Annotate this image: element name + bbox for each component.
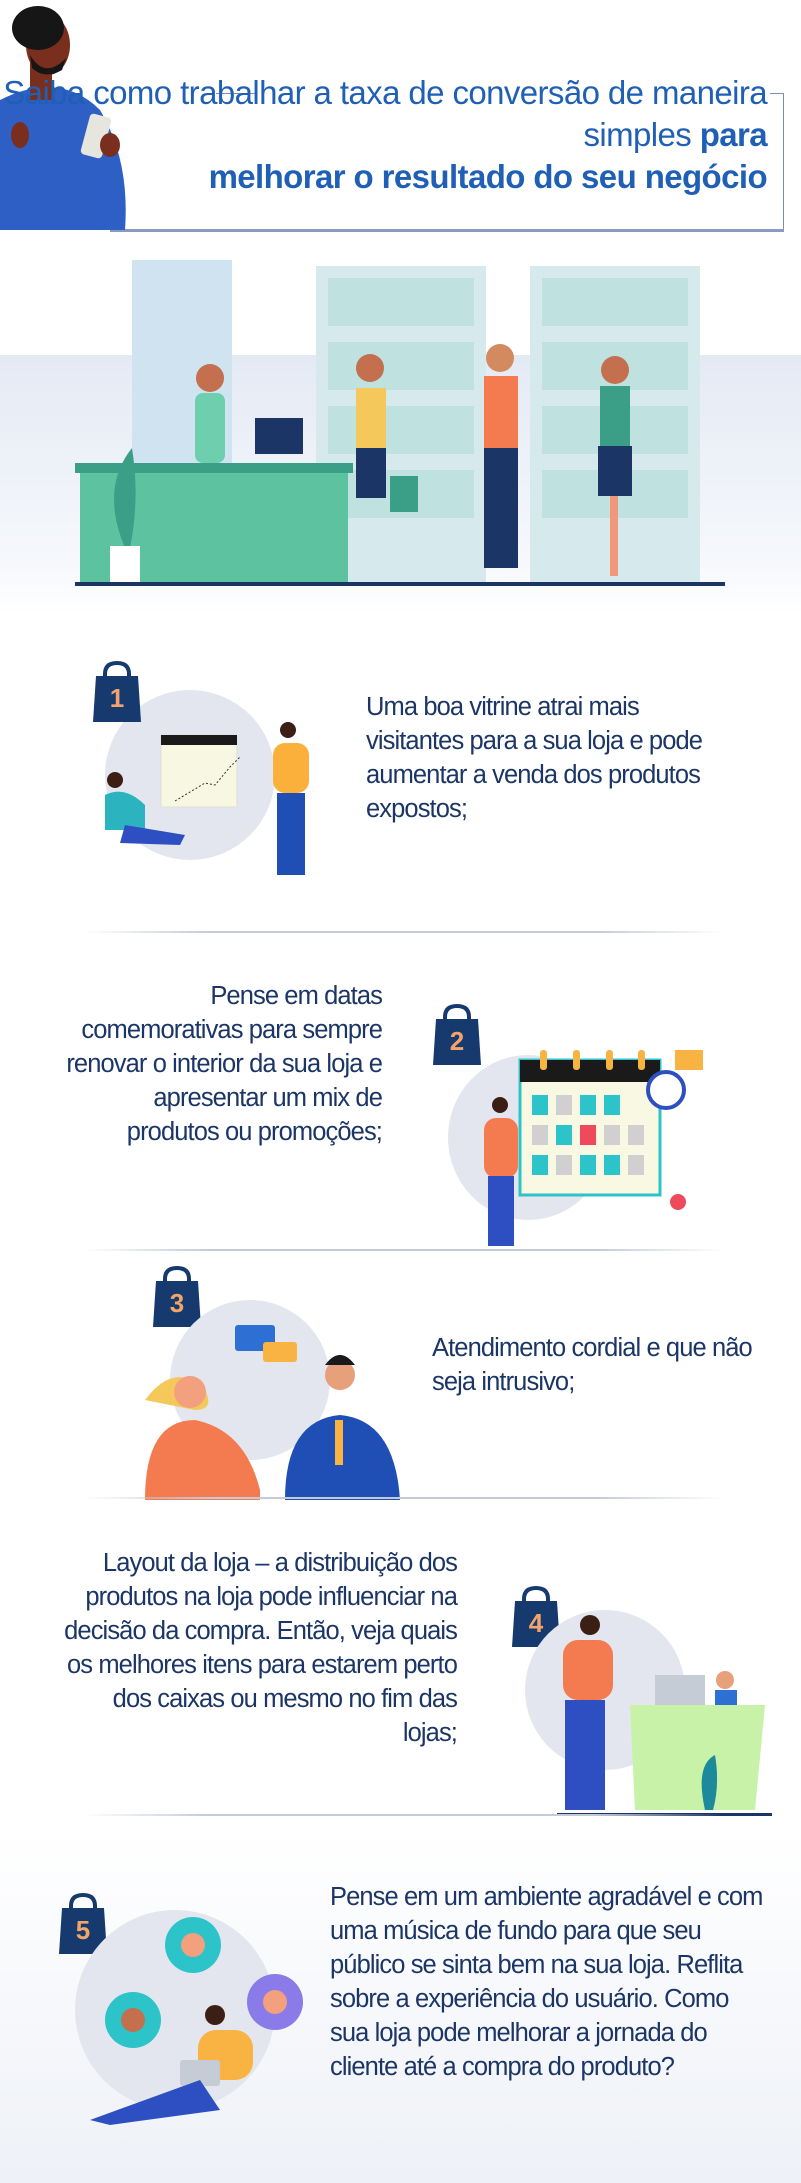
tip-text: Pense em um ambiente agradável e com uma… bbox=[330, 1883, 763, 2081]
tip-text: Uma boa vitrine atrai mais visitantes pa… bbox=[366, 693, 703, 823]
customer-service-illustration bbox=[145, 1325, 400, 1500]
tip-number: 2 bbox=[449, 1026, 465, 1056]
shopping-bag-number-icon bbox=[153, 1265, 201, 1327]
title-bold: para bbox=[699, 116, 768, 153]
shopping-bag-number-icon bbox=[433, 1003, 481, 1065]
happy-customers-illustration bbox=[90, 1917, 303, 2125]
man-with-phone-illustration bbox=[0, 6, 126, 230]
header-frame-line bbox=[770, 93, 784, 94]
header-frame-line bbox=[783, 93, 784, 230]
header-frame-line bbox=[110, 229, 784, 232]
tip-number: 1 bbox=[109, 683, 125, 713]
section-divider bbox=[83, 1814, 723, 1816]
section-divider bbox=[83, 1249, 723, 1251]
store-layout-illustration bbox=[557, 1615, 772, 1816]
tip-number: 4 bbox=[528, 1608, 544, 1638]
section-divider bbox=[83, 931, 723, 933]
tip-text: Atendimento cordial e que não seja intru… bbox=[432, 1334, 753, 1396]
calendar-illustration bbox=[484, 1050, 703, 1246]
shopping-bag-number-icon bbox=[59, 1892, 107, 1954]
growth-chart-illustration bbox=[105, 722, 309, 875]
page-title: Saiba como trabalhar a taxa de conversão… bbox=[0, 72, 767, 198]
section-divider bbox=[83, 1497, 723, 1499]
tip-text: Pense em datas comemorativas para sempre… bbox=[66, 982, 383, 1146]
tip-number: 5 bbox=[75, 1915, 91, 1945]
header-frame-line bbox=[216, 93, 256, 94]
shopping-bag-number-icon bbox=[93, 660, 141, 722]
store-scene-illustration bbox=[75, 260, 725, 586]
tip-number: 3 bbox=[169, 1288, 185, 1318]
title-bold: melhorar o resultado do seu negócio bbox=[208, 158, 768, 195]
title-regular: Saiba como trabalhar a taxa de conversão… bbox=[3, 74, 767, 153]
tip-text: Layout da loja – a distribuição dos prod… bbox=[64, 1549, 458, 1747]
